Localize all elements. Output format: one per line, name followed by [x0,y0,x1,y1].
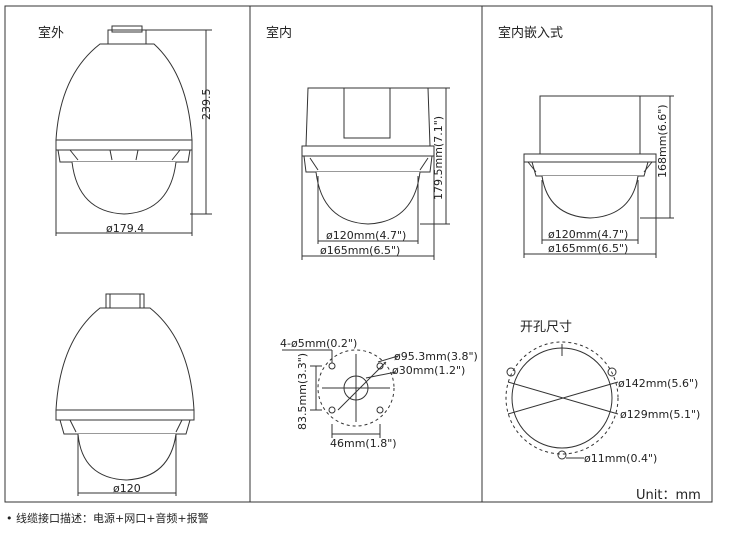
indoor-inner-label: ø120mm(4.7") [326,229,406,242]
cut-hole-label: ø11mm(0.4") [584,452,657,465]
unit-label: Unit：mm [636,488,701,503]
mounting-pattern [282,349,399,438]
indoor-outer-label: ø165mm(6.5") [320,244,400,257]
mount-center-label: ø30mm(1.2") [392,364,465,377]
cut-inner-label: ø129mm(5.1") [620,408,700,421]
embed-height-label: 168mm(6.6") [656,104,669,178]
mount-holes-label: 4-ø5mm(0.2") [280,337,357,350]
embed-inner-label: ø120mm(4.7") [548,228,628,241]
outdoor-camera-bottom [55,293,195,496]
footnote: • 线缆接口描述：电源+网口+音频+报警 [6,512,209,525]
indoor-camera [301,87,450,260]
outdoor-width-label: ø179.4 [106,222,144,235]
outdoor-camera-top [55,25,212,236]
cutout-title: 开孔尺寸 [520,320,573,335]
cutout-pattern [505,341,619,460]
indoor-height-label: 179.5mm(7.1") [432,116,445,200]
mount-vertical-label: 83.5mm(3.3") [296,353,309,430]
cut-outer-label: ø142mm(5.6") [618,377,698,390]
outdoor-height-label: 239.5 [200,89,213,121]
mount-circle-label: ø95.3mm(3.8") [394,350,478,363]
embedded-camera [523,95,674,258]
embedded-title: 室内嵌入式 [498,26,564,41]
indoor-title: 室内 [266,26,293,41]
outdoor-title: 室外 [38,26,65,41]
outdoor2-width-label: ø120 [113,482,141,495]
mount-horizontal-label: 46mm(1.8") [330,437,397,450]
frame-border [4,5,713,503]
embed-outer-label: ø165mm(6.5") [548,242,628,255]
